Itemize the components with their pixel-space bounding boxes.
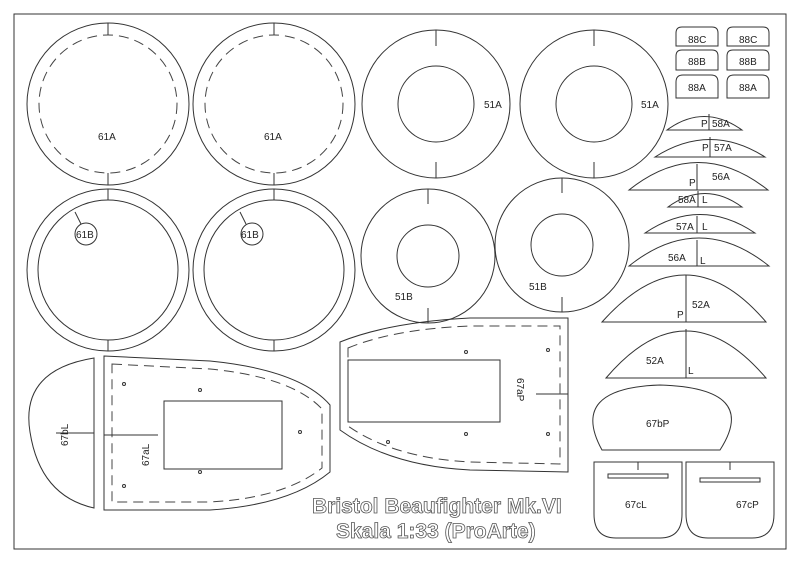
- sheet-border: [13, 13, 787, 550]
- part-88B-right: 88B: [726, 49, 770, 71]
- part-67bP: 67bP: [592, 384, 732, 451]
- part-88B-left: 88B: [675, 49, 719, 71]
- part-56A-P: P 56A: [627, 162, 770, 191]
- part-88A-left: 88A: [675, 74, 719, 99]
- label-67aP: 67aP: [514, 378, 525, 402]
- label-side-L1: L: [702, 195, 708, 206]
- part-51B-right: 51B: [494, 177, 630, 313]
- part-67bL: 67bL: [28, 357, 95, 509]
- label-58A-L: 58A: [678, 195, 696, 206]
- label-side-L3: L: [700, 256, 706, 267]
- label-88B-right: 88B: [739, 57, 757, 68]
- part-67aP: 67aP: [339, 317, 569, 473]
- label-88C-right: 88C: [739, 35, 757, 46]
- part-58A-L: 58A L: [666, 191, 744, 208]
- part-67aL: 67aL: [103, 355, 331, 511]
- label-67cP: 67cP: [736, 500, 759, 511]
- label-88B-left: 88B: [688, 57, 706, 68]
- part-88C-right: 88C: [726, 26, 770, 47]
- label-58A-P: 58A: [712, 119, 730, 130]
- label-side-L2: L: [702, 222, 708, 233]
- part-56A-L: 56A L: [627, 237, 771, 267]
- title-line-1: Bristol Beaufighter Mk.VI: [312, 495, 562, 518]
- label-side-P1: P: [701, 119, 708, 130]
- part-67cL: 67cL: [593, 461, 683, 539]
- label-57A-P: 57A: [714, 143, 732, 154]
- label-57A-L: 57A: [676, 222, 694, 233]
- title-line-2: Skala 1:33 (ProArte): [336, 520, 536, 543]
- label-61A-right: 61A: [264, 132, 282, 143]
- label-88A-right: 88A: [739, 83, 757, 94]
- label-88C-left: 88C: [688, 35, 706, 46]
- part-51A-right: 51A: [519, 29, 669, 179]
- part-88A-right: 88A: [726, 74, 770, 99]
- label-51A-left: 51A: [484, 100, 502, 111]
- part-51A-left: 51A: [361, 29, 511, 179]
- label-52A-L: 52A: [646, 356, 664, 367]
- label-side-P3: P: [689, 178, 696, 189]
- part-52A-L: 52A L: [604, 329, 768, 379]
- label-side-P2: P: [702, 143, 709, 154]
- part-51B-left: 51B: [360, 188, 496, 324]
- label-67bP: 67bP: [646, 419, 670, 430]
- part-61B-right: 61B: [192, 188, 356, 352]
- label-56A-L: 56A: [668, 253, 686, 264]
- label-88A-left: 88A: [688, 83, 706, 94]
- label-side-L4: L: [688, 366, 694, 377]
- part-61A-left: 61A: [26, 22, 190, 186]
- part-57A-P: P 57A: [653, 137, 767, 158]
- label-56A-P: 56A: [712, 172, 730, 183]
- label-67cL: 67cL: [625, 500, 647, 511]
- part-58A-P: P 58A: [665, 114, 744, 131]
- label-67bL: 67bL: [60, 423, 71, 446]
- label-61A-left: 61A: [98, 132, 116, 143]
- label-side-P4: P: [677, 310, 684, 321]
- label-61B-left: 61B: [76, 230, 94, 241]
- label-61B-right: 61B: [241, 230, 259, 241]
- part-61A-right: 61A: [192, 22, 356, 186]
- label-67aL: 67aL: [141, 443, 152, 466]
- part-52A-P: P 52A: [600, 274, 768, 323]
- label-51B-right: 51B: [529, 282, 547, 293]
- part-88C-left: 88C: [675, 26, 719, 47]
- part-67cP: 67cP: [685, 461, 775, 539]
- part-61B-left: 61B: [26, 188, 190, 352]
- label-51A-right: 51A: [641, 100, 659, 111]
- part-57A-L: 57A L: [643, 214, 757, 234]
- label-52A-P: 52A: [692, 300, 710, 311]
- label-51B-left: 51B: [395, 292, 413, 303]
